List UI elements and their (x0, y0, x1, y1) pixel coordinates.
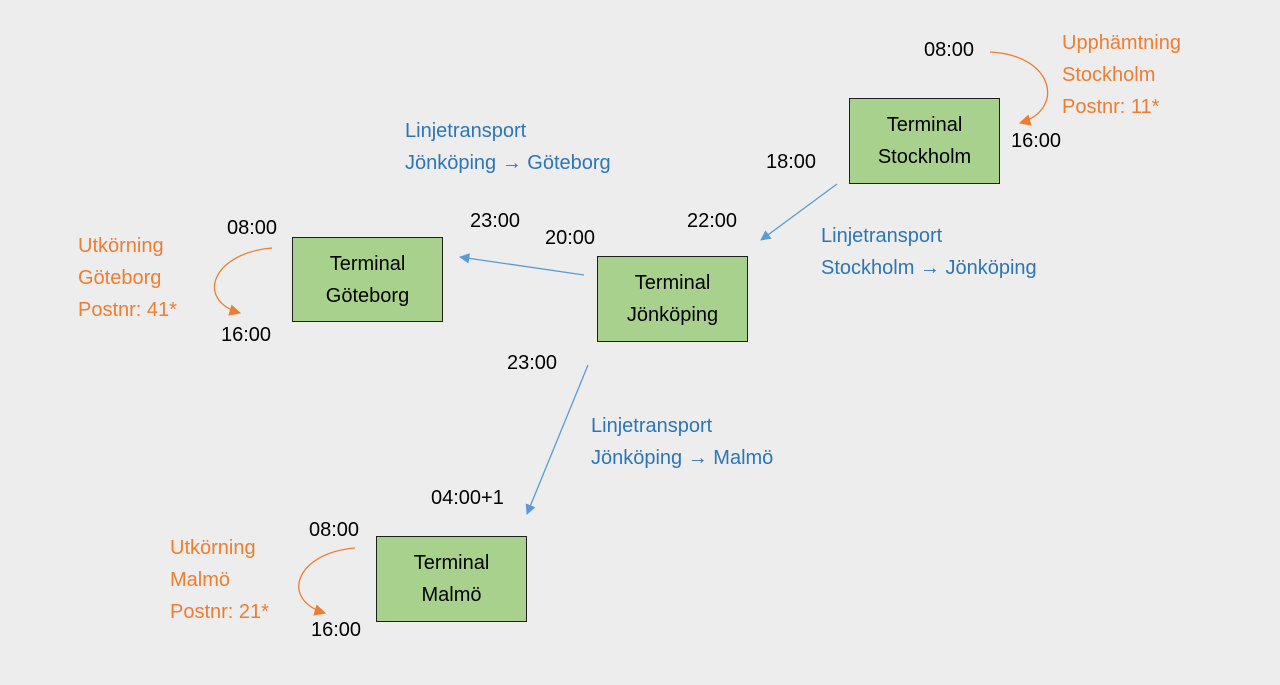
terminal-goteborg-line1: Terminal (329, 252, 406, 275)
pickup-label-stockholm: Upphämtning Stockholm Postnr: 11* (1062, 27, 1181, 123)
time-goteborg-delivery-end: 16:00 (221, 324, 272, 346)
linehaul-arrow-jonkoping-malmo (525, 364, 589, 515)
pickup-label-type: Upphämtning (1062, 32, 1181, 54)
time-stockholm-pickup-start: 08:00 (924, 39, 975, 61)
linehaul-label-stockholm-jonkoping: Linjetransport Stockholm → Jönköping (821, 220, 1037, 284)
time-jonkoping-depart-malmo: 23:00 (507, 352, 558, 374)
time-malmo-arrive: 04:00+1 (431, 487, 504, 509)
time-jonkoping-arrive: 22:00 (687, 210, 738, 232)
linehaul-label-route: Stockholm → Jönköping (821, 257, 1037, 279)
time-malmo-delivery-start: 08:00 (309, 519, 360, 541)
linehaul-label-route: Jönköping → Göteborg (405, 152, 611, 174)
delivery-label-malmo: Utkörning Malmö Postnr: 21* (170, 532, 269, 628)
linehaul-label-title: Linjetransport (405, 120, 527, 142)
linehaul-label-jonkoping-malmo: Linjetransport Jönköping → Malmö (591, 410, 773, 474)
terminal-jonkoping-line2: Jönköping (626, 304, 719, 326)
time-stockholm-depart: 18:00 (766, 151, 817, 173)
time-stockholm-pickup-end: 16:00 (1011, 130, 1062, 152)
delivery-label-goteborg: Utkörning Göteborg Postnr: 41* (78, 230, 177, 326)
pickup-label-city: Stockholm (1062, 64, 1156, 86)
delivery-label-postcode: Postnr: 41* (78, 299, 177, 321)
terminal-malmo-line2: Malmö (421, 584, 482, 606)
terminal-stockholm-line2: Stockholm (877, 146, 972, 168)
delivery-label-type: Utkörning (78, 235, 164, 257)
linehaul-arrow-jonkoping-goteborg (458, 253, 585, 276)
time-goteborg-delivery-start: 08:00 (227, 217, 278, 239)
delivery-label-type: Utkörning (170, 537, 256, 559)
linehaul-arrow-stockholm-jonkoping (760, 183, 838, 241)
delivery-label-city: Malmö (170, 569, 231, 591)
terminal-goteborg: Terminal Göteborg (292, 237, 443, 322)
terminal-malmo: Terminal Malmö (376, 536, 527, 622)
linehaul-label-title: Linjetransport (821, 225, 943, 247)
delivery-arrow-goteborg (213, 247, 273, 316)
delivery-label-postcode: Postnr: 21* (170, 601, 269, 623)
pickup-label-postcode: Postnr: 11* (1062, 96, 1160, 118)
delivery-label-city: Göteborg (78, 267, 162, 289)
pickup-arrow-stockholm (989, 51, 1049, 126)
terminal-jonkoping-line1: Terminal (634, 272, 711, 294)
terminal-goteborg-line2: Göteborg (325, 284, 410, 307)
time-jonkoping-depart-goteborg: 20:00 (545, 227, 596, 249)
time-goteborg-arrive: 23:00 (470, 210, 521, 232)
linehaul-label-jonkoping-goteborg: Linjetransport Jönköping → Göteborg (405, 115, 611, 179)
delivery-arrow-malmo (298, 547, 356, 616)
linehaul-label-route: Jönköping → Malmö (591, 447, 774, 469)
terminal-malmo-line1: Terminal (413, 552, 490, 574)
linehaul-label-title: Linjetransport (591, 415, 713, 437)
time-malmo-delivery-end: 16:00 (311, 619, 362, 641)
terminal-stockholm: Terminal Stockholm (849, 98, 1000, 184)
terminal-stockholm-line1: Terminal (886, 114, 963, 136)
terminal-jonkoping: Terminal Jönköping (597, 256, 748, 342)
